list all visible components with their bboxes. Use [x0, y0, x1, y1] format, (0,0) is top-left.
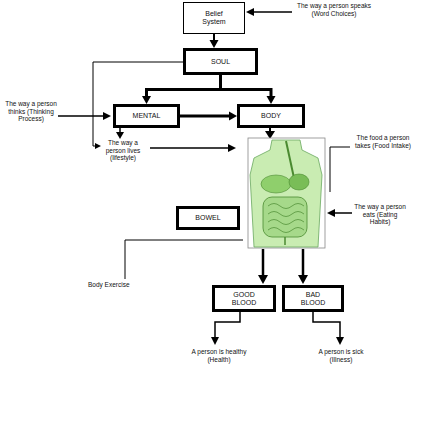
arrow-head	[142, 96, 151, 104]
annotation-text: A person is sick (Illness)	[312, 348, 370, 363]
flow-arrow	[298, 249, 308, 284]
node-label: SOUL	[211, 58, 230, 66]
connector-line	[180, 115, 230, 118]
node-label: BOWEL	[195, 214, 220, 222]
leader-arrow	[265, 128, 275, 139]
annotation-text: The way a person thinks (Thinking Proces…	[4, 100, 58, 123]
arrow-head	[267, 96, 276, 104]
leader-arrow	[150, 144, 236, 152]
flow-arrow	[313, 312, 344, 345]
leader-arrow	[327, 209, 352, 217]
arrow-head	[229, 112, 237, 121]
leader-arrow	[116, 128, 124, 139]
connector-line	[221, 75, 272, 97]
connector-line	[147, 75, 221, 97]
flow-connector	[210, 34, 219, 48]
annotation-text: The way a person lives (lifestyle)	[98, 139, 148, 162]
body-box: BODY	[237, 104, 305, 128]
belief-box: Belief System	[183, 2, 245, 34]
annotation-text: Body Exercise	[88, 281, 158, 289]
node-text-group: BOWEL	[195, 214, 220, 222]
annotation-text: The food a person takes (Food Intake)	[352, 134, 414, 149]
annotation-text: The way a person eats (Eating Habits)	[354, 203, 406, 226]
node-text-group: MENTAL	[133, 112, 161, 120]
node-text-group: SOUL	[211, 58, 230, 66]
body-illustration	[248, 138, 325, 248]
connector-line	[213, 34, 215, 41]
arrow-head	[210, 40, 219, 48]
node-label: MENTAL	[133, 112, 161, 120]
node-text-group: BODY	[261, 112, 281, 120]
flow-connector	[142, 75, 221, 104]
node-label: BODY	[261, 112, 281, 120]
leader-line	[125, 240, 243, 279]
leader-line	[330, 147, 350, 192]
annotation-text: The way a person speaks (Word Choices)	[296, 2, 372, 17]
flow-connector	[180, 112, 237, 121]
leader-arrow	[58, 112, 111, 120]
mental-box: MENTAL	[113, 104, 180, 128]
bowel-box: BOWEL	[176, 206, 240, 230]
node-text-group: BAD BLOOD	[301, 291, 326, 307]
annotation-text: A person is healthy (Health)	[190, 348, 248, 363]
flow-arrow	[211, 312, 240, 345]
soul-box: SOUL	[183, 48, 258, 75]
node-label: GOOD BLOOD	[232, 291, 257, 307]
blood-box: GOOD BLOOD	[212, 285, 276, 312]
node-label: Belief System	[202, 10, 225, 26]
leader-arrow	[246, 8, 292, 16]
node-text-group: Belief System	[202, 10, 225, 26]
leader-arrow	[93, 62, 183, 149]
flow-connector	[221, 75, 276, 104]
node-text-group: GOOD BLOOD	[232, 291, 257, 307]
blood-box: BAD BLOOD	[282, 285, 344, 312]
node-label: BAD BLOOD	[301, 291, 326, 307]
flow-arrow	[258, 249, 268, 284]
